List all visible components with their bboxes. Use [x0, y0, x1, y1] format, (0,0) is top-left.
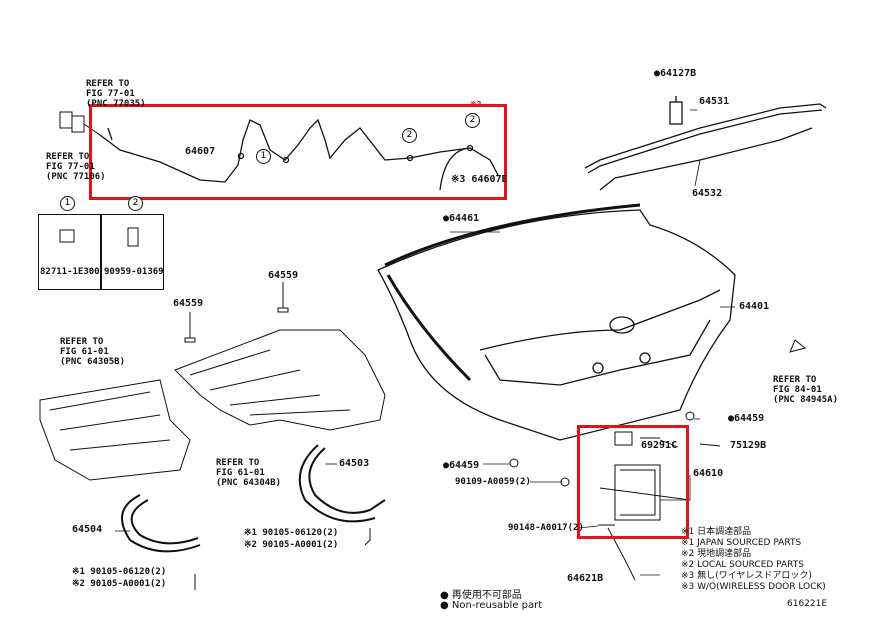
highlight-box-wire-harness: [89, 104, 507, 200]
part-90148-a0017[interactable]: 90148-A0017(2): [508, 523, 584, 533]
bolt-90105-06120-lower[interactable]: ※1 90105-06120(2): [72, 567, 167, 577]
part-64401[interactable]: 64401: [739, 301, 770, 312]
legend-non-reusable-jp: ● 再使用不可部品: [440, 590, 522, 601]
xsign-3: ※3: [470, 100, 482, 109]
note-line: ※2 現地調達部品: [681, 549, 752, 559]
note-line: ※3 無し(ワイヤレスドアロック): [681, 571, 812, 581]
clip-drawings: [59, 227, 139, 247]
refer-fig77-01-77106[interactable]: REFER TO FIG 77-01 (PNC 77106): [46, 152, 106, 182]
marker-1: 1: [256, 149, 271, 164]
bolt-90105-06120-upper[interactable]: ※1 90105-06120(2): [244, 528, 339, 538]
part-64607e[interactable]: ※3 64607E: [451, 174, 508, 185]
note-line: ※3 W/O(WIRELESS DOOR LOCK): [681, 582, 826, 592]
body-panel-drawing: [39, 329, 386, 481]
part-64607[interactable]: 64607: [185, 146, 216, 157]
part-64532[interactable]: 64532: [692, 188, 723, 199]
note-line: ※1 日本調達部品: [681, 527, 752, 537]
part-64621b[interactable]: 64621B: [567, 573, 604, 584]
part-64127b[interactable]: ●64127B: [654, 68, 697, 79]
part-64531[interactable]: 64531: [699, 96, 730, 107]
marker-1: 1: [60, 196, 75, 211]
refer-fig77-01-77035[interactable]: REFER TO FIG 77-01 (PNC 77035): [86, 79, 146, 109]
part-90109-a0059[interactable]: 90109-A0059(2): [455, 477, 531, 487]
marker-2: 2: [402, 128, 417, 143]
part-90959-01369[interactable]: 90959-01369: [104, 267, 164, 277]
part-64559-upper[interactable]: 64559: [268, 270, 299, 281]
connector-drawing: [59, 111, 101, 136]
part-64459-right[interactable]: ●64459: [728, 413, 765, 424]
note-line: ※1 JAPAN SOURCED PARTS: [681, 538, 802, 548]
notes-block: ※1 日本調達部品 ※1 JAPAN SOURCED PARTS ※2 現地調達…: [681, 527, 826, 593]
part-75129b[interactable]: 75129B: [730, 440, 767, 451]
clip-box-1: [38, 214, 102, 290]
bolt-90105-a0001-upper[interactable]: ※2 90105-A0001(2): [244, 540, 339, 550]
leader-lines: [115, 109, 735, 576]
lock-drawing: [509, 411, 721, 581]
part-64559-lower[interactable]: 64559: [173, 298, 204, 309]
wire-harness-drawing: [99, 118, 499, 191]
note-line: ※2 LOCAL SOURCED PARTS: [681, 560, 804, 570]
bolt-small-drawings: [194, 339, 807, 590]
refer-fig61-01-64305b[interactable]: REFER TO FIG 61-01 (PNC 64305B): [60, 337, 126, 367]
weatherstrip-drawing: [584, 96, 827, 191]
marker-2: 2: [128, 196, 143, 211]
part-64461[interactable]: ●64461: [443, 213, 480, 224]
trunk-lid-drawing: [377, 203, 736, 441]
marker-2: 2: [465, 113, 480, 128]
part-82711-1e300[interactable]: 82711-1E300: [40, 267, 100, 277]
figure-code: 616221E: [787, 599, 828, 609]
part-64503[interactable]: 64503: [339, 458, 370, 469]
part-64504[interactable]: 64504: [72, 524, 103, 535]
part-69291c[interactable]: 69291C: [641, 440, 678, 451]
bolt-drawings: [184, 282, 289, 343]
part-64459-left[interactable]: ●64459: [443, 460, 480, 471]
hinge-drawing: [121, 444, 386, 553]
legend-non-reusable-en: ● Non-reusable part: [440, 600, 543, 611]
part-64610[interactable]: 64610: [693, 468, 724, 479]
refer-fig61-01-64304b[interactable]: REFER TO FIG 61-01 (PNC 64304B): [216, 458, 282, 488]
bolt-90105-a0001-lower[interactable]: ※2 90105-A0001(2): [72, 579, 167, 589]
refer-fig84-01-84945a[interactable]: REFER TO FIG 84-01 (PNC 84945A): [773, 375, 839, 405]
clip-box-2: [100, 214, 164, 290]
highlight-box-lock: [577, 425, 689, 539]
